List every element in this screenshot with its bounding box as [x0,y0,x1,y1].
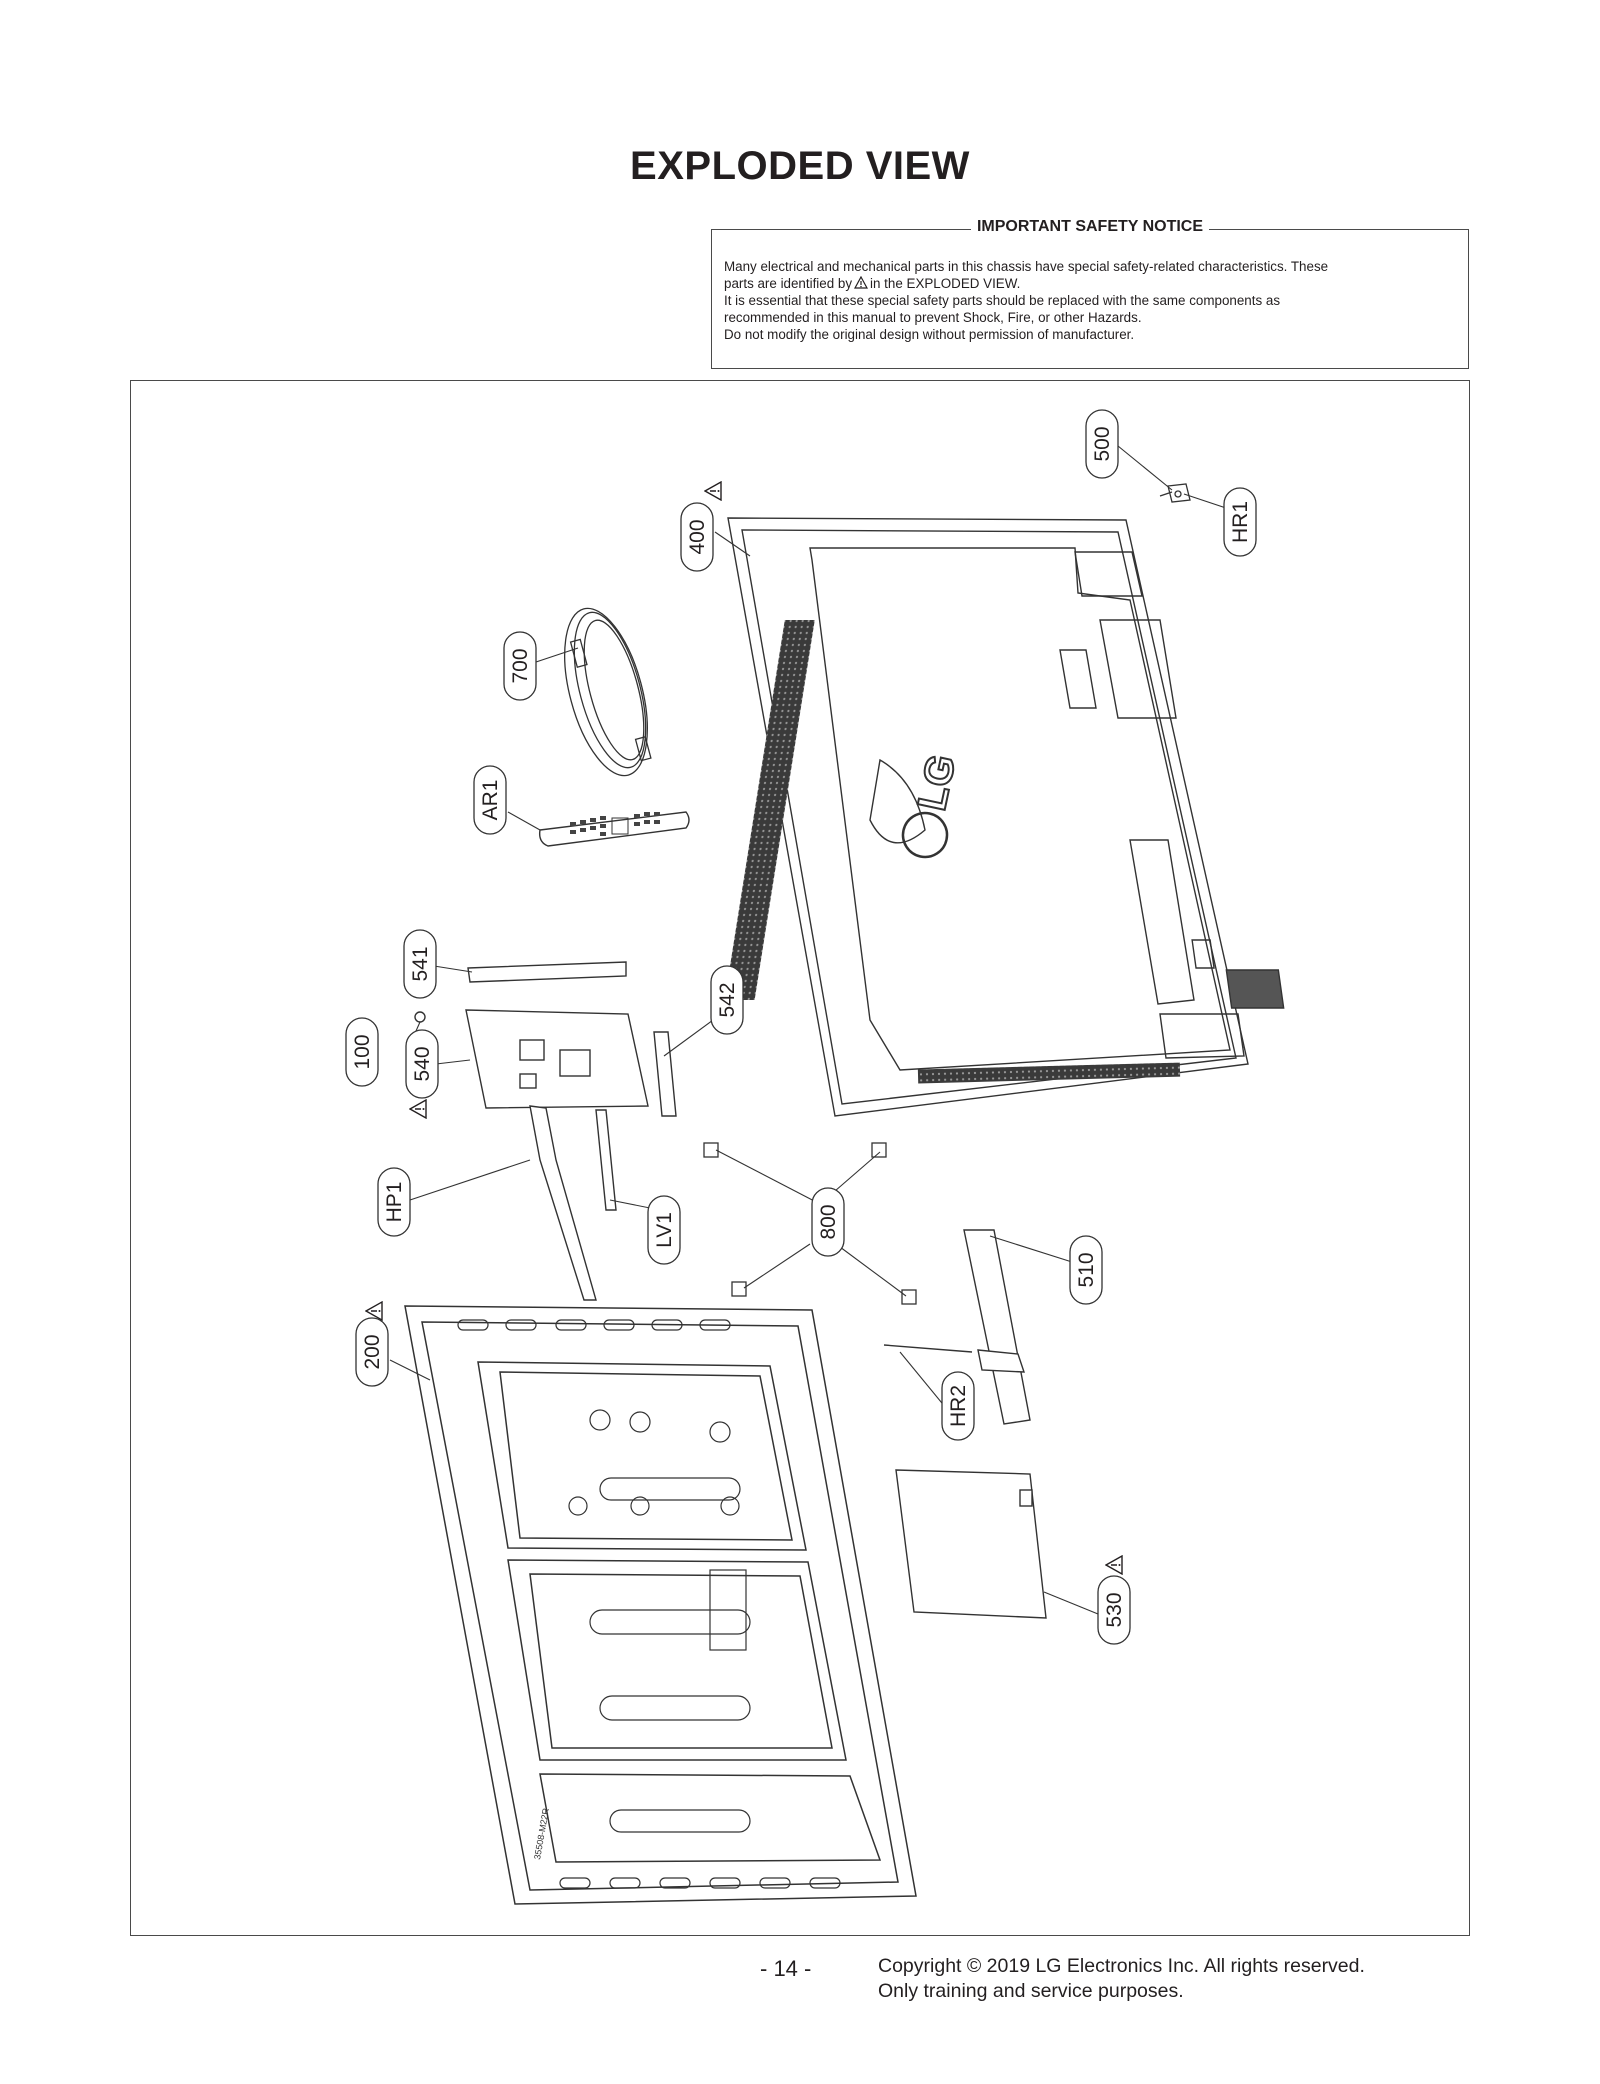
callout-800: 800 [811,1187,845,1257]
main-board-part [414,961,677,1301]
callout-400: 400 [680,502,714,572]
svg-text:AR1: AR1 [479,780,502,821]
ir-board-bracket-part [883,1229,1031,1425]
remote-control-part [538,811,690,847]
warning-triangle-icon [854,276,869,289]
callout-hr1: HR1 [1223,487,1257,557]
speaker-grill-bottom [917,1062,1181,1084]
notice-line: recommended in this manual to prevent Sh… [724,310,1142,325]
svg-text:HP1: HP1 [383,1182,406,1223]
callout-700: 700 [503,631,537,701]
svg-text:HR2: HR2 [947,1385,970,1427]
callout-500: 500 [1085,409,1119,479]
svg-text:500: 500 [1091,426,1114,461]
notice-line: It is essential that these special safet… [724,293,1281,308]
callout-510: 510 [1069,1235,1103,1305]
callout-hr2: HR2 [941,1371,975,1441]
callout-100: 100 [345,1017,379,1087]
svg-text:530: 530 [1103,1592,1126,1627]
display-chassis-part: 35508-M22R [404,1305,917,1905]
safety-notice-box: IMPORTANT SAFETY NOTICE Many electrical … [711,218,1469,369]
speaker-grill-left [724,620,815,1000]
svg-text:100: 100 [351,1034,374,1069]
copyright-notice: Copyright © 2019 LG Electronics Inc. All… [878,1954,1365,2004]
notice-line: Do not modify the original design withou… [724,327,1135,342]
svg-text:LV1: LV1 [653,1212,676,1248]
back-cover-part [727,517,1285,1117]
callout-200: 200 [355,1317,389,1387]
callout-lv1: LV1 [647,1195,681,1265]
page-title: EXPLODED VIEW [630,144,970,188]
wall-hook-part [1159,483,1191,503]
callout-541: 541 [403,929,437,999]
svg-text:540: 540 [411,1046,434,1081]
power-cord-part [564,607,652,777]
safety-notice-text: Many electrical and mechanical parts in … [724,258,1456,343]
svg-text:542: 542 [716,982,739,1017]
bracket-part [703,1142,917,1305]
notice-line: Many electrical and mechanical parts in … [724,259,1329,274]
warning-triangle-icon [704,481,722,501]
warning-triangle-icon [409,1099,427,1119]
callout-hp1: HP1 [377,1167,411,1237]
power-board-part [895,1469,1047,1619]
callout-ar1: AR1 [473,765,507,835]
svg-text:700: 700 [509,648,532,683]
safety-notice-heading: IMPORTANT SAFETY NOTICE [970,218,1210,235]
callout-540: 540 [405,1029,439,1099]
warning-triangle-icon [365,1301,383,1321]
callout-530: 530 [1097,1575,1131,1645]
page-number: - 14 - [760,1956,812,1981]
callout-542: 542 [710,965,744,1035]
diagram-frame [130,380,1470,1936]
svg-text:200: 200 [361,1334,384,1369]
svg-text:800: 800 [817,1204,840,1239]
copyright-line: Copyright © 2019 LG Electronics Inc. All… [878,1955,1365,1977]
svg-text:541: 541 [409,946,432,981]
svg-text:HR1: HR1 [1229,501,1252,543]
usage-line: Only training and service purposes. [878,1980,1184,2002]
svg-text:510: 510 [1075,1252,1098,1287]
svg-text:400: 400 [686,519,709,554]
warning-triangle-icon [1105,1555,1123,1575]
